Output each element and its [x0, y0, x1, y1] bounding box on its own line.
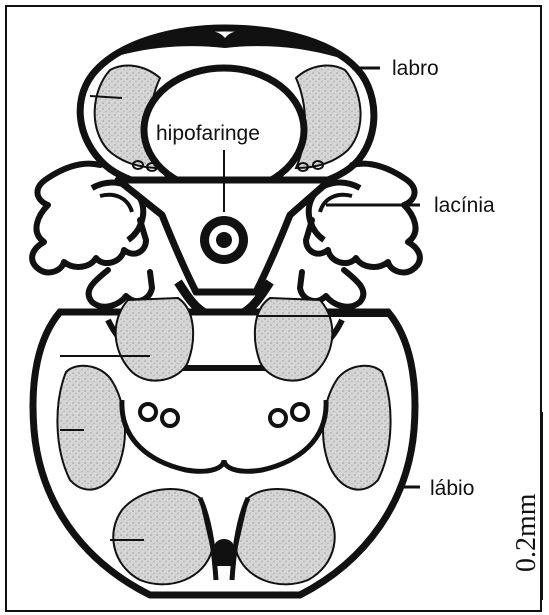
labium-structure: [33, 298, 415, 595]
labium-left-upper-lobe: [116, 298, 193, 381]
scale-bar: 0.2mm: [511, 412, 542, 600]
label-labio: lábio: [430, 477, 474, 500]
labium-right-upper-lobe: [255, 298, 332, 381]
label-labro: labro: [392, 57, 439, 80]
labium-right-lateral-lobe: [323, 366, 391, 490]
labium-left-lateral-lobe: [57, 366, 125, 490]
labium-left-glossa: [113, 489, 212, 584]
labium-right-glossa: [236, 489, 335, 584]
label-hipofaringe: hipofaringe: [156, 122, 260, 145]
label-lacinia: lacínia: [434, 194, 495, 217]
scale-bar-label: 0.2mm: [511, 493, 542, 572]
